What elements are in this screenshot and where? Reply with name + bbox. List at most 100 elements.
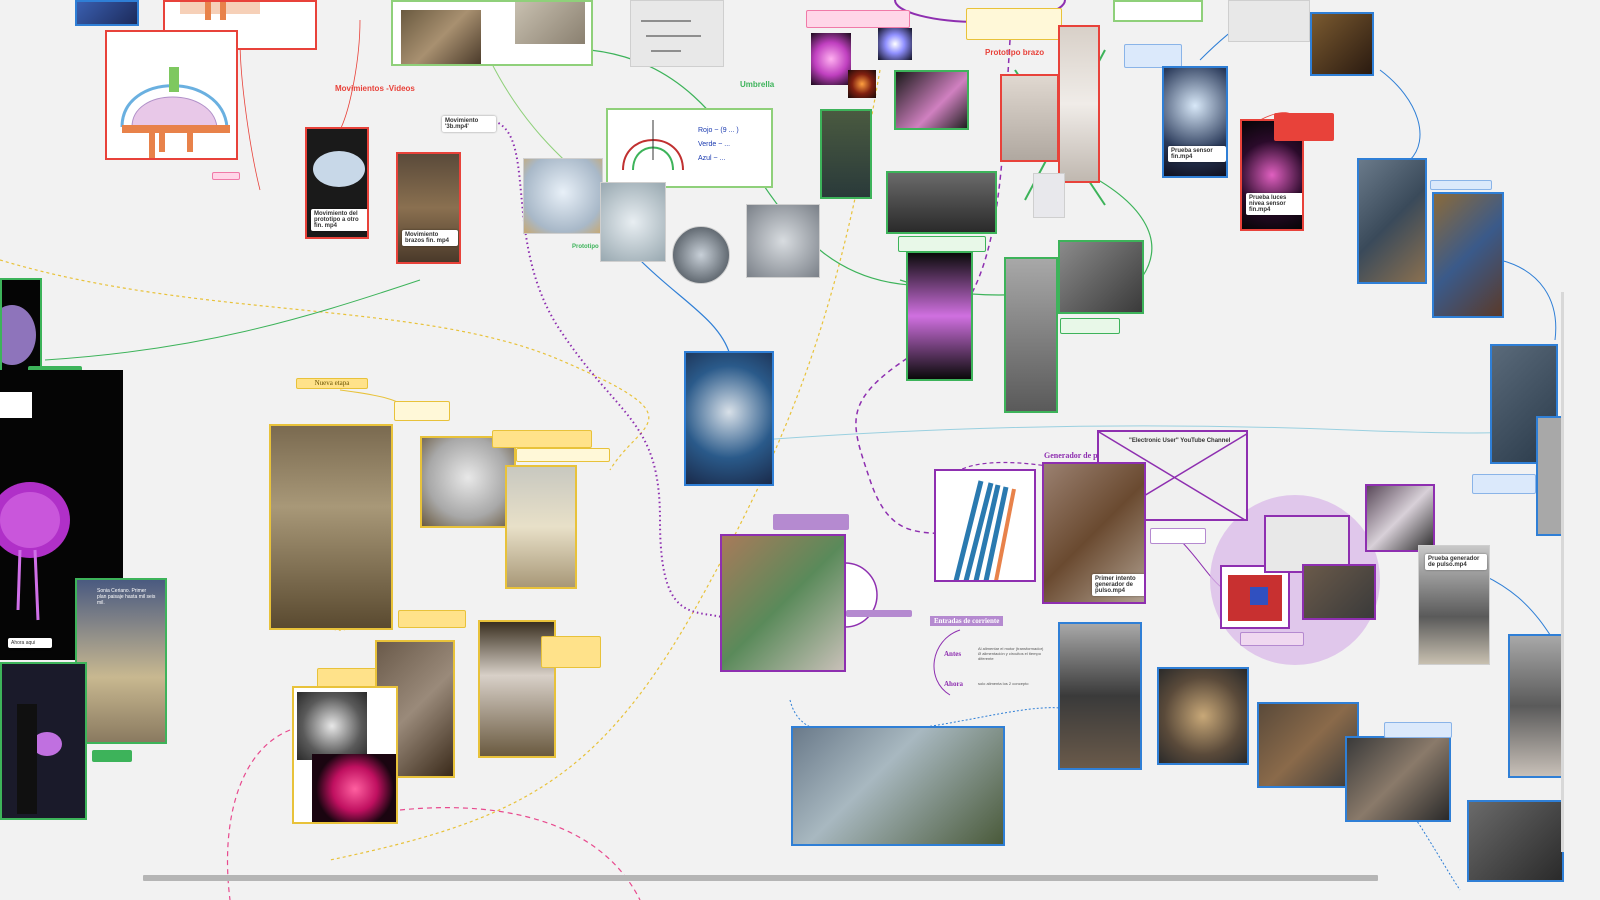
- card-primer-intento[interactable]: Primer intento generador de pulso.mp4: [1092, 574, 1144, 596]
- blue-note-2: [1430, 180, 1492, 190]
- title-movimientos: Movimientos -Videos: [335, 84, 415, 93]
- photo-hand-light[interactable]: [894, 70, 969, 130]
- video-prueba-generador[interactable]: Prueba generador de pulso.mp4: [1418, 545, 1490, 665]
- photo-sketch-pulse[interactable]: [1264, 515, 1350, 573]
- yellow-note-6: [541, 636, 601, 668]
- photo-brazo-1[interactable]: [1000, 74, 1059, 162]
- diagram-jellyfish-dome[interactable]: [105, 30, 238, 160]
- group-neon-strips[interactable]: [292, 686, 398, 824]
- photo-circuit-board[interactable]: [720, 534, 846, 672]
- photo-bottom-right[interactable]: [1467, 800, 1564, 882]
- vertical-scrollbar[interactable]: [1561, 292, 1564, 852]
- card-movimiento-brazos[interactable]: Movimiento brazos fin. mp4: [402, 230, 458, 246]
- photo-brazo-2[interactable]: [1058, 25, 1100, 183]
- yellow-note-3: [516, 448, 610, 462]
- photo-nueva-dome[interactable]: [269, 424, 393, 630]
- card-prueba-generador[interactable]: Prueba generador de pulso.mp4: [1425, 554, 1487, 570]
- green-note-arm: [1060, 318, 1120, 334]
- photo-pcb-red[interactable]: [1220, 565, 1290, 629]
- blue-note-3: [1472, 474, 1536, 494]
- photo-electronics-4[interactable]: [1536, 416, 1564, 536]
- card-ahora-aqui[interactable]: Ahora aqui: [8, 638, 52, 648]
- photo-newspaper-circuit[interactable]: [791, 726, 1005, 846]
- photo-pcb[interactable]: [1310, 12, 1374, 76]
- note-ahora: solo alimenta los 2 concepto: [978, 681, 1029, 686]
- title-entradas: Entradas de corriente: [930, 616, 1004, 626]
- purple-note-4: [1240, 632, 1304, 646]
- title-prototipo-brazo: Prototipo brazo: [985, 48, 1045, 57]
- yellow-note-1: [394, 401, 450, 421]
- photo-arm-coils[interactable]: [1058, 240, 1144, 314]
- card-movimiento-3b[interactable]: Movimiento '3b.mp4': [442, 116, 496, 132]
- video-prueba-luces[interactable]: Prueba luces nivea sensor fin.mp4: [1240, 119, 1304, 231]
- pink-note-led: [806, 10, 910, 28]
- photo-electronics-1[interactable]: [1357, 158, 1427, 284]
- horizontal-scrollbar[interactable]: [143, 875, 1378, 881]
- photo-container[interactable]: [1033, 173, 1065, 218]
- green-note-2: [92, 750, 132, 762]
- purple-note-1: [773, 514, 849, 530]
- svg-text:Azul ~ ...: Azul ~ ...: [698, 155, 725, 162]
- photo-probes[interactable]: [1302, 564, 1376, 620]
- svg-text:Rojo ~ (9 ... ): Rojo ~ (9 ... ): [698, 127, 739, 134]
- photo-arm-metal[interactable]: [1004, 257, 1058, 413]
- blue-note: [1124, 44, 1182, 68]
- photo-dome-electronics[interactable]: [684, 351, 774, 486]
- photo-pink-led[interactable]: [811, 33, 851, 85]
- photo-dome-strips[interactable]: [746, 204, 820, 278]
- pink-note: [212, 172, 240, 180]
- photo-white-led[interactable]: [878, 28, 912, 60]
- svg-text:Verde ~ ...: Verde ~ ...: [698, 141, 730, 148]
- video-hallway[interactable]: Sonia Ceriano. Primer plan paisaje hasta…: [75, 578, 167, 744]
- photo-orange-led[interactable]: [848, 70, 876, 98]
- label-antes: Antes: [944, 650, 962, 658]
- green-note-tubes: [898, 236, 986, 252]
- title-nueva-etapa: Nueva etapa: [296, 378, 368, 389]
- title-prototipo: Prototipo: [572, 244, 599, 250]
- photo-bottle[interactable]: [1365, 484, 1435, 552]
- yellow-note-2: [492, 430, 592, 448]
- video-movimiento-prototipo[interactable]: Movimiento del prototipo a otro fin. mp4: [305, 127, 369, 239]
- title-generador-pulso: Generador de pulso: [1044, 451, 1112, 460]
- label-ahora: Ahora: [944, 680, 964, 688]
- purple-note-2: [846, 610, 912, 617]
- title-umbrella: Umbrella: [740, 80, 775, 89]
- video-prueba-sensor[interactable]: Prueba sensor fin.mp4: [1162, 66, 1228, 178]
- photo-sketch-notes[interactable]: [630, 0, 724, 67]
- photo-wires-colored[interactable]: [934, 469, 1036, 582]
- purple-note-3: [1150, 528, 1206, 544]
- photo-hand-board[interactable]: [1058, 622, 1142, 770]
- photo-electronics-2[interactable]: [1432, 192, 1504, 318]
- photo-top-right-green[interactable]: [1113, 0, 1203, 22]
- photo-motor-2[interactable]: [1345, 736, 1451, 822]
- photo-sphere-wired[interactable]: [672, 226, 730, 284]
- photo-dome-clear-2[interactable]: [420, 436, 516, 528]
- video-primer-intento[interactable]: Primer intento generador de pulso.mp4: [1042, 462, 1146, 604]
- schematic-caption: "Electronic User" YouTube Channel: [1129, 438, 1231, 444]
- photo-dome-top[interactable]: [600, 182, 666, 262]
- photo-dome-side[interactable]: [505, 465, 577, 589]
- photo-capacitor[interactable]: [1508, 634, 1564, 778]
- caption-sonia: Sonia Ceriano. Primer plan paisaje hasta…: [97, 588, 156, 606]
- card-prueba-sensor[interactable]: Prueba sensor fin.mp4: [1168, 146, 1226, 162]
- blue-note-4: [1384, 722, 1452, 738]
- photo-board-wired[interactable]: [1157, 667, 1249, 765]
- photo-circuit-schematic[interactable]: [1228, 0, 1310, 42]
- video-movimiento-brazos[interactable]: Movimiento brazos fin. mp4: [396, 152, 461, 264]
- card-movimiento-prototipo[interactable]: Movimiento del prototipo a otro fin. mp4: [311, 209, 367, 231]
- photo-dome-clear[interactable]: [523, 158, 603, 234]
- photo-person-jellyfish[interactable]: [0, 662, 87, 820]
- photo-arm-glow[interactable]: [906, 251, 973, 381]
- photo-wires[interactable]: [820, 109, 872, 199]
- yellow-note-4: [398, 610, 466, 628]
- diagram-led-wiring[interactable]: Rojo ~ (9 ... ) Verde ~ ... Azul ~ ...: [606, 108, 773, 188]
- photo-motor-1[interactable]: [1257, 702, 1359, 788]
- card-prueba-luces[interactable]: Prueba luces nivea sensor fin.mp4: [1246, 193, 1302, 215]
- photo-top-left[interactable]: [75, 0, 139, 26]
- note-brazo: [966, 8, 1062, 40]
- photo-tubes[interactable]: [886, 171, 997, 234]
- group-top-photos[interactable]: [391, 0, 593, 66]
- note-antes: Al alimentar el motor (transformador) Ø …: [978, 646, 1044, 661]
- red-note: [1274, 113, 1334, 141]
